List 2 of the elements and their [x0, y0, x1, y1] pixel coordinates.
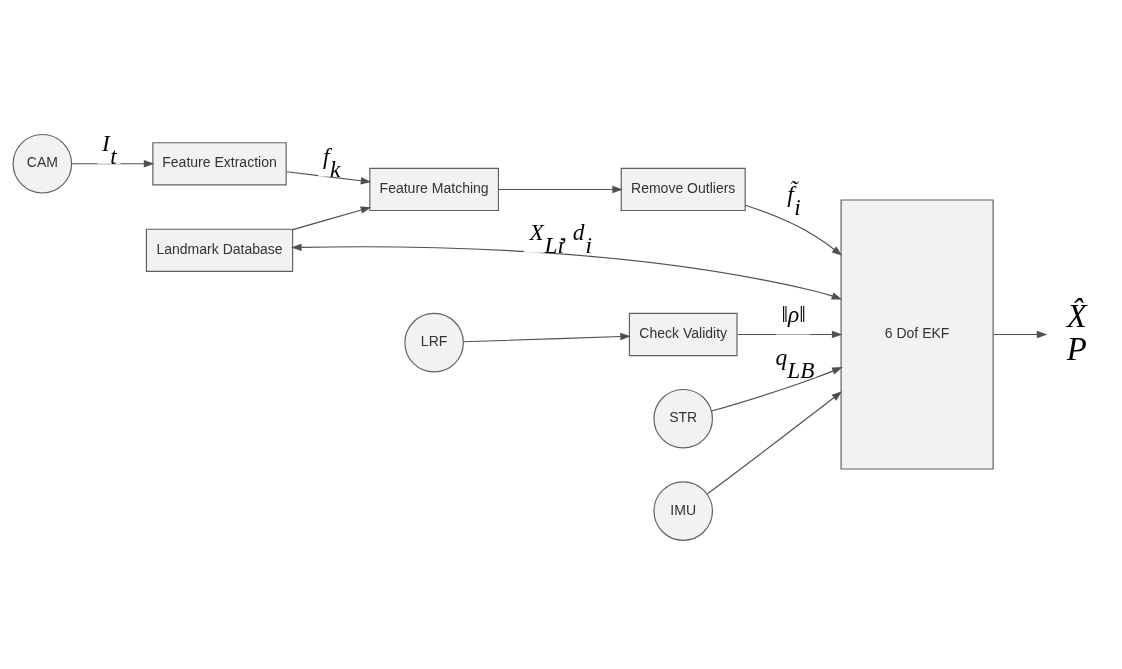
node-text: X̂ P [1066, 297, 1087, 367]
edge-label: ‖ρ‖ [781, 300, 806, 327]
